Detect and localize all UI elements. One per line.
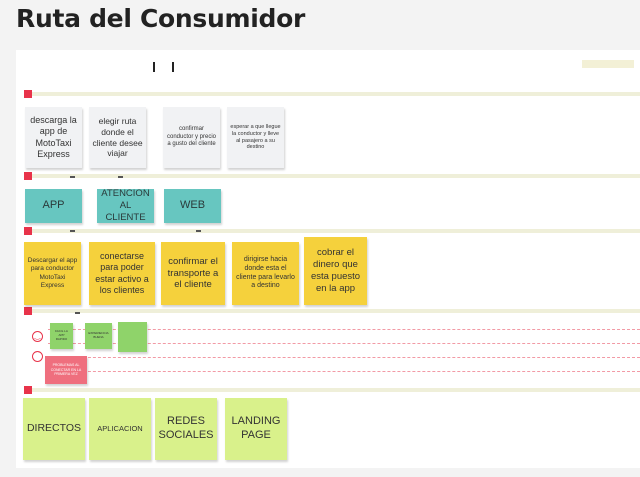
top-note[interactable] (582, 60, 634, 68)
lane-divider (24, 388, 640, 392)
lane-marker (24, 227, 32, 235)
positive-note[interactable]: FACIL LA APP RAPIDO (50, 323, 73, 349)
channel-note[interactable]: APLICACION (89, 398, 151, 460)
touchpoint-note[interactable]: ATENCION AL CLIENTE (97, 188, 154, 223)
bottom-bar (16, 468, 640, 477)
channel-note[interactable]: DIRECTOS (23, 398, 85, 460)
sad-face-icon: ⁀ (32, 351, 43, 362)
channel-note[interactable]: LANDING PAGE (225, 398, 287, 460)
step-note[interactable]: confirmar el transporte a el cliente (161, 242, 225, 305)
touchpoint-note[interactable]: APP (25, 189, 82, 223)
touchpoint-note[interactable]: WEB (164, 189, 221, 223)
lane-divider (24, 309, 640, 313)
text-cursor (172, 62, 174, 72)
step-note[interactable]: dirigirse hacia donde esta el cliente pa… (232, 242, 299, 305)
lane-marker (24, 90, 32, 98)
emotion-guide-line (48, 357, 640, 358)
lane-tick (196, 230, 201, 232)
positive-note[interactable] (118, 322, 147, 352)
lane-marker (24, 307, 32, 315)
step-note[interactable]: cobrar el dinero que esta puesto en la a… (304, 237, 367, 305)
lane-divider (24, 174, 640, 178)
page-title: Ruta del Consumidor (16, 4, 306, 33)
action-note[interactable]: descarga la app de MotoTaxi Express (25, 107, 82, 168)
positive-note[interactable]: EXPERIENCIA BUENA (85, 323, 112, 349)
step-note[interactable]: conectarse para poder estar activo a los… (89, 242, 155, 305)
lane-divider (24, 229, 640, 233)
lane-divider (24, 92, 640, 96)
action-note[interactable]: confirmar conductor y precio a gusto del… (163, 107, 220, 168)
emotion-guide-line (48, 371, 640, 372)
lane-tick (118, 176, 123, 178)
lane-marker (24, 172, 32, 180)
emotion-guide-line (48, 343, 640, 344)
lane-tick (70, 230, 75, 232)
emotion-guide-line (48, 329, 640, 330)
text-cursor (153, 62, 155, 72)
lane-tick (70, 176, 75, 178)
action-note[interactable]: esperar a que llegue la conductor y llev… (227, 107, 284, 168)
lane-tick (75, 312, 80, 314)
channel-note[interactable]: REDES SOCIALES (155, 398, 217, 460)
lane-marker (24, 386, 32, 394)
smile-face-icon: ‿ (32, 331, 43, 342)
step-note[interactable]: Descargar el app para conductor MotoTaxi… (24, 242, 81, 305)
negative-note[interactable]: PROBLEMAS AL CONECTAR EN LA PRIMERA VEZ (45, 356, 87, 384)
action-note[interactable]: elegir ruta donde el cliente desee viaja… (89, 107, 146, 168)
